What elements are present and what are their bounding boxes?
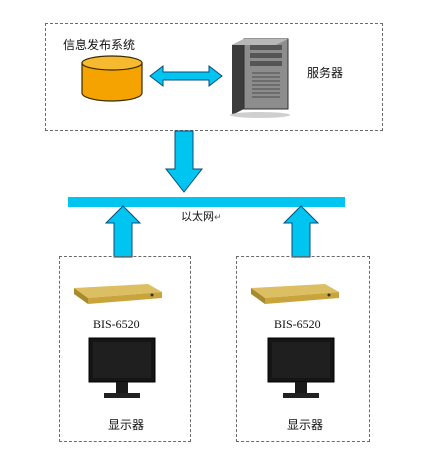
device-label-left: BIS-6520 <box>93 317 140 331</box>
monitor-icon-right <box>267 337 335 398</box>
database-label: 信息发布系统 <box>63 38 136 52</box>
display-label-right: 显示器 <box>287 418 324 432</box>
down-arrow-icon <box>164 130 204 193</box>
monitor-icon-left <box>88 337 156 398</box>
up-arrow-right-icon <box>282 205 320 258</box>
server-label: 服务器 <box>307 66 344 80</box>
server-icon <box>230 38 290 118</box>
bis-device-icon <box>251 284 339 304</box>
device-label-right: BIS-6520 <box>274 317 321 331</box>
bis-device-icon <box>74 284 162 304</box>
client-box-left <box>59 256 191 442</box>
top-group-box <box>45 23 383 131</box>
ethernet-label: 以太网↵ <box>181 210 222 223</box>
return-mark-icon: ↵ <box>214 213 222 223</box>
database-icon <box>81 55 143 102</box>
display-label-left: 显示器 <box>108 418 145 432</box>
up-arrow-left-icon <box>104 205 142 258</box>
double-arrow-icon <box>149 64 223 88</box>
client-box-right <box>236 256 370 442</box>
ethernet-bus-bar <box>68 197 345 207</box>
